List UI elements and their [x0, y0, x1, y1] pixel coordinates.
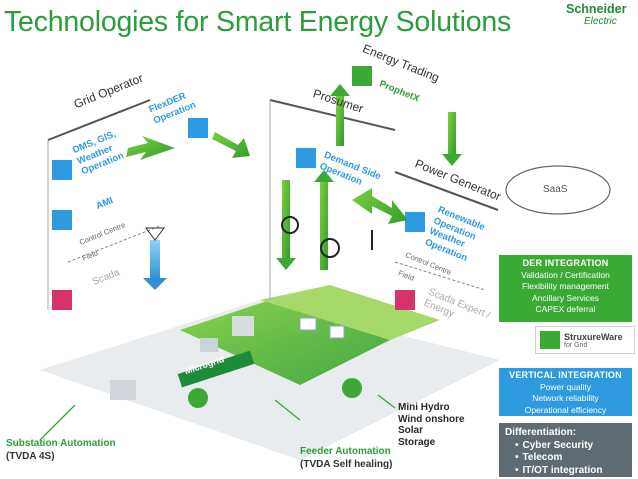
- prosumer-green-head-left: [276, 258, 296, 270]
- diff-item: Cyber Security: [515, 440, 626, 453]
- demand-side-icon: [296, 148, 316, 168]
- schneider-badge-2: [188, 388, 208, 408]
- generation-list: Mini Hydro Wind onshore Solar Storage: [398, 402, 465, 448]
- vertical-line: Operational efficiency: [524, 404, 607, 415]
- scada-icon: [52, 290, 72, 310]
- trading-arrow-left-head: [330, 84, 350, 96]
- der-line: Validation / Certification: [521, 269, 610, 280]
- generator-control-divider: [394, 261, 486, 291]
- scada-expert-icon: [395, 290, 415, 310]
- schneider-badge-1: [342, 378, 362, 398]
- der-line: Flexibility management: [522, 281, 609, 291]
- grid-vertical-blue-arrow: [150, 240, 160, 280]
- feeder-label: Feeder Automation: [300, 446, 391, 457]
- flexder-to-prosumer-arrow: [212, 132, 250, 158]
- building-4: [329, 325, 345, 339]
- grid-control-divider: [67, 225, 161, 263]
- logo-brand: Schneider: [566, 2, 627, 16]
- vertical-integration-box: VERTICAL INTEGRATION Power quality Netwo…: [499, 368, 632, 416]
- vertical-heading: VERTICAL INTEGRATION: [509, 370, 622, 380]
- grid-blue-arrow-head: [143, 278, 167, 290]
- diff-item: Telecom: [515, 452, 626, 465]
- substation-label: Substation Automation: [6, 438, 116, 449]
- vertical-line: Network reliability: [532, 393, 599, 403]
- struxureware-sub: for Grid: [564, 342, 588, 349]
- flexder-to-dms-arrow: [126, 136, 175, 160]
- prosumer-green-arrow-left: [282, 180, 290, 260]
- feeder-sub-label: (TVDA Self healing): [300, 459, 393, 470]
- building-5: [110, 380, 136, 400]
- minihydro-pointer: [377, 394, 396, 409]
- diff-item: IT/OT integration: [515, 465, 626, 478]
- substation-sub-label: (TVDA 4S): [6, 451, 55, 462]
- microgrid-band: [177, 350, 255, 388]
- solar-label: Solar: [398, 425, 424, 436]
- building-1: [200, 338, 218, 352]
- prosumer-line: [269, 99, 396, 131]
- prosumer-platform: [260, 285, 440, 340]
- logo-sub: Electric: [584, 16, 617, 27]
- struxureware-icon: [540, 331, 560, 349]
- flexder-icon: [188, 118, 208, 138]
- prophetx-icon: [352, 66, 372, 86]
- building-2: [232, 316, 254, 336]
- ami-icon: [52, 210, 72, 230]
- grid-operator-line: [47, 99, 151, 141]
- der-integration-box: DER INTEGRATION Validation / Certificati…: [499, 255, 632, 322]
- der-line: CAPEX deferral: [535, 304, 596, 314]
- generator-line: [394, 171, 499, 211]
- prosumer-green-arrow-right: [320, 180, 328, 270]
- substation-pointer: [39, 404, 76, 441]
- fan-icon: [320, 238, 340, 258]
- building-3: [299, 317, 317, 331]
- der-heading: DER INTEGRATION: [522, 258, 609, 268]
- page-title: Technologies for Smart Energy Solutions: [4, 6, 512, 38]
- der-line: Ancillary Services: [531, 292, 600, 303]
- saas-cloud: [505, 165, 611, 215]
- storage-label: Storage: [398, 436, 436, 448]
- struxureware-logo: StruxureWare for Grid: [535, 326, 635, 354]
- saas-label: SaaS: [543, 184, 568, 195]
- prosumer-green-head-right: [314, 170, 334, 182]
- differentiation-box: Differentiation: Cyber Security Telecom …: [499, 423, 632, 477]
- trading-arrow-right: [448, 112, 456, 156]
- trading-arrow-right-head: [442, 154, 462, 166]
- lightbulb-icon: [281, 216, 299, 234]
- renewable-icon: [405, 212, 425, 232]
- isolator-icon: [145, 227, 165, 241]
- vertical-line: Power quality: [539, 381, 592, 392]
- prosumer-generator-arrow: [352, 188, 408, 224]
- diff-heading: Differentiation:: [505, 427, 577, 438]
- schneider-logo: Schneider Electric: [566, 2, 636, 42]
- struxureware-name: StruxureWare: [564, 332, 623, 342]
- wind-onshore-label: Wind onshore: [398, 413, 465, 425]
- feeder-pointer: [274, 399, 301, 421]
- mini-hydro-label: Mini Hydro: [398, 402, 450, 413]
- dms-icon: [52, 160, 72, 180]
- trading-arrow-left: [336, 96, 344, 146]
